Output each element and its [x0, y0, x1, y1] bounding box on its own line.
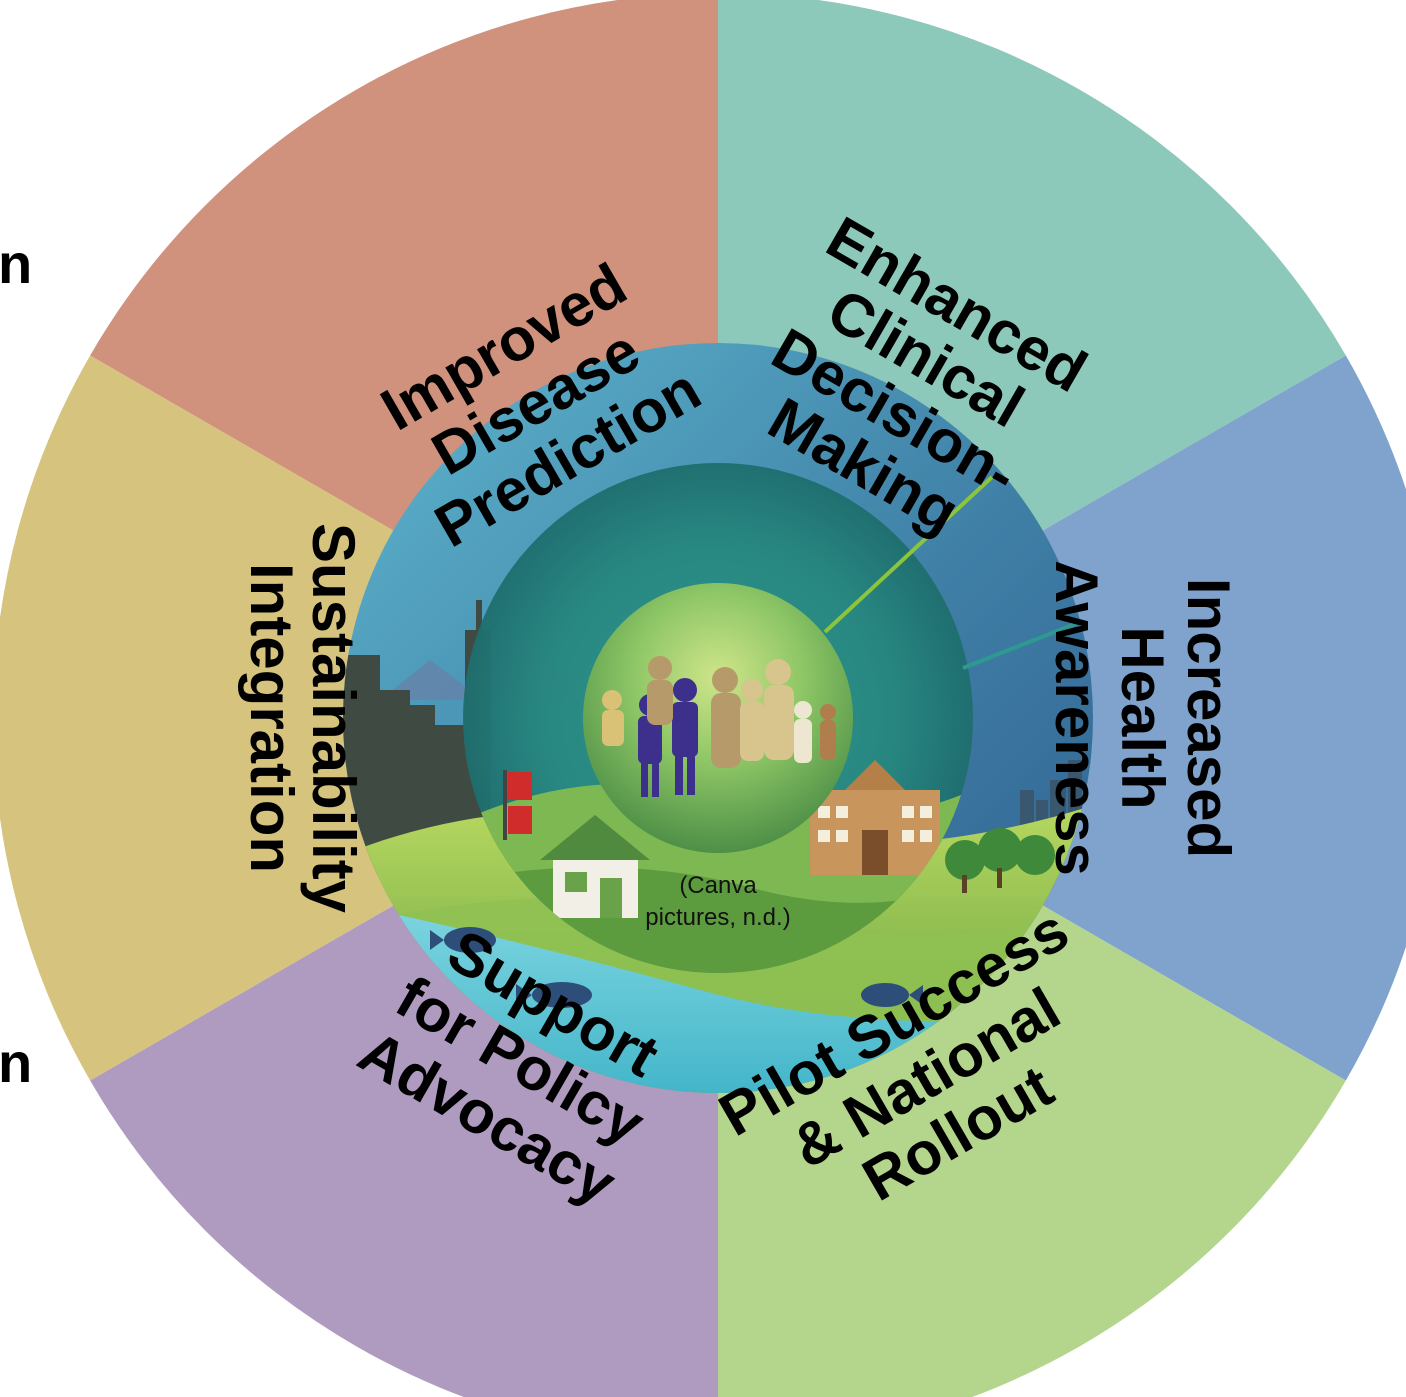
school-icon: [810, 760, 940, 875]
image-credit-line-2: pictures, n.d.): [645, 904, 790, 931]
people-silhouettes-icon: [602, 656, 836, 797]
edge-text-fragment-top: n: [0, 232, 32, 295]
connector-line: [823, 475, 994, 634]
image-credit-line-1: (Canva: [679, 872, 757, 899]
label-line: Sustainability: [300, 523, 367, 914]
connector-line: [962, 620, 1081, 670]
flag-icon: [503, 770, 532, 840]
house-icon: [540, 815, 650, 918]
label-line: Increased: [1175, 578, 1242, 858]
tree-icon: [945, 828, 1055, 893]
fish-icon: [430, 927, 923, 1008]
label-line: Awareness: [1043, 560, 1110, 876]
label-line: Integration: [238, 563, 305, 873]
label-line: Health: [1109, 626, 1176, 809]
edge-text-fragment-bottom: n: [0, 1031, 32, 1094]
core-disc: [583, 583, 853, 853]
